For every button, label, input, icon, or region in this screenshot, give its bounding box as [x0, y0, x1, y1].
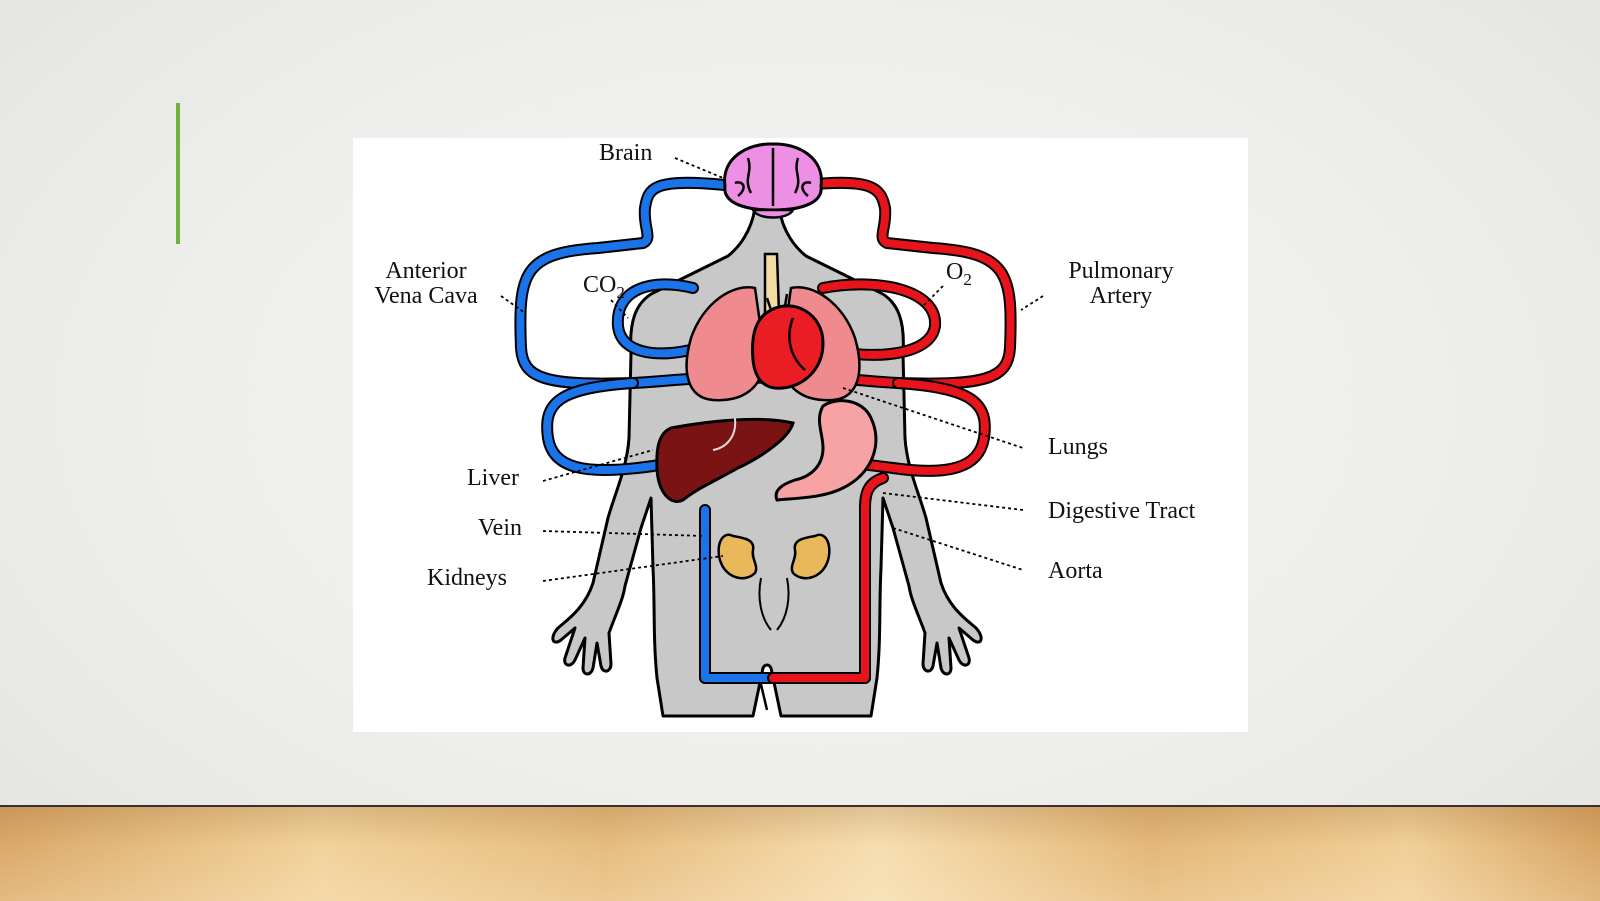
- label-lungs: Lungs: [1048, 434, 1108, 460]
- leader-lines: [500, 157, 1044, 582]
- liver: [655, 417, 795, 503]
- circulatory-system-diagram: Brain Anterior Vena Cava CO2 O2 Pulmonar…: [353, 138, 1248, 732]
- gallbladder: [712, 417, 737, 451]
- brain: [723, 142, 823, 219]
- label-o2-subscript: 2: [963, 270, 972, 289]
- arteries: [714, 176, 1017, 684]
- kidneys: [717, 533, 831, 631]
- label-pulmonary-artery-line2: Artery: [1089, 283, 1153, 309]
- label-digestive-tract: Digestive Tract: [1048, 498, 1196, 524]
- label-pulmonary-artery: Pulmonary Artery: [1046, 259, 1196, 309]
- wooden-floor-background: [0, 805, 1600, 901]
- body-silhouette: [551, 206, 983, 718]
- label-vein: Vein: [478, 515, 522, 541]
- label-kidneys: Kidneys: [427, 565, 507, 591]
- veins: [514, 176, 779, 684]
- label-aorta: Aorta: [1048, 558, 1103, 584]
- label-pulmonary-artery-line1: Pulmonary: [1068, 258, 1174, 284]
- stomach: [774, 399, 878, 502]
- label-o2: O2: [946, 259, 972, 290]
- label-co2-subscript: 2: [616, 283, 625, 302]
- label-anterior-vena-cava: Anterior Vena Cava: [356, 259, 496, 309]
- label-o2-main: O: [946, 259, 964, 285]
- slide-accent-bar: [176, 103, 180, 244]
- label-co2-main: CO: [583, 272, 617, 298]
- label-co2: CO2: [583, 272, 625, 303]
- label-anterior-vena-cava-line1: Anterior: [385, 258, 467, 284]
- diagram-illustration: [500, 142, 1044, 718]
- label-brain: Brain: [599, 140, 653, 166]
- heart: [751, 293, 825, 390]
- label-liver: Liver: [467, 465, 519, 491]
- label-anterior-vena-cava-line2: Vena Cava: [374, 283, 478, 309]
